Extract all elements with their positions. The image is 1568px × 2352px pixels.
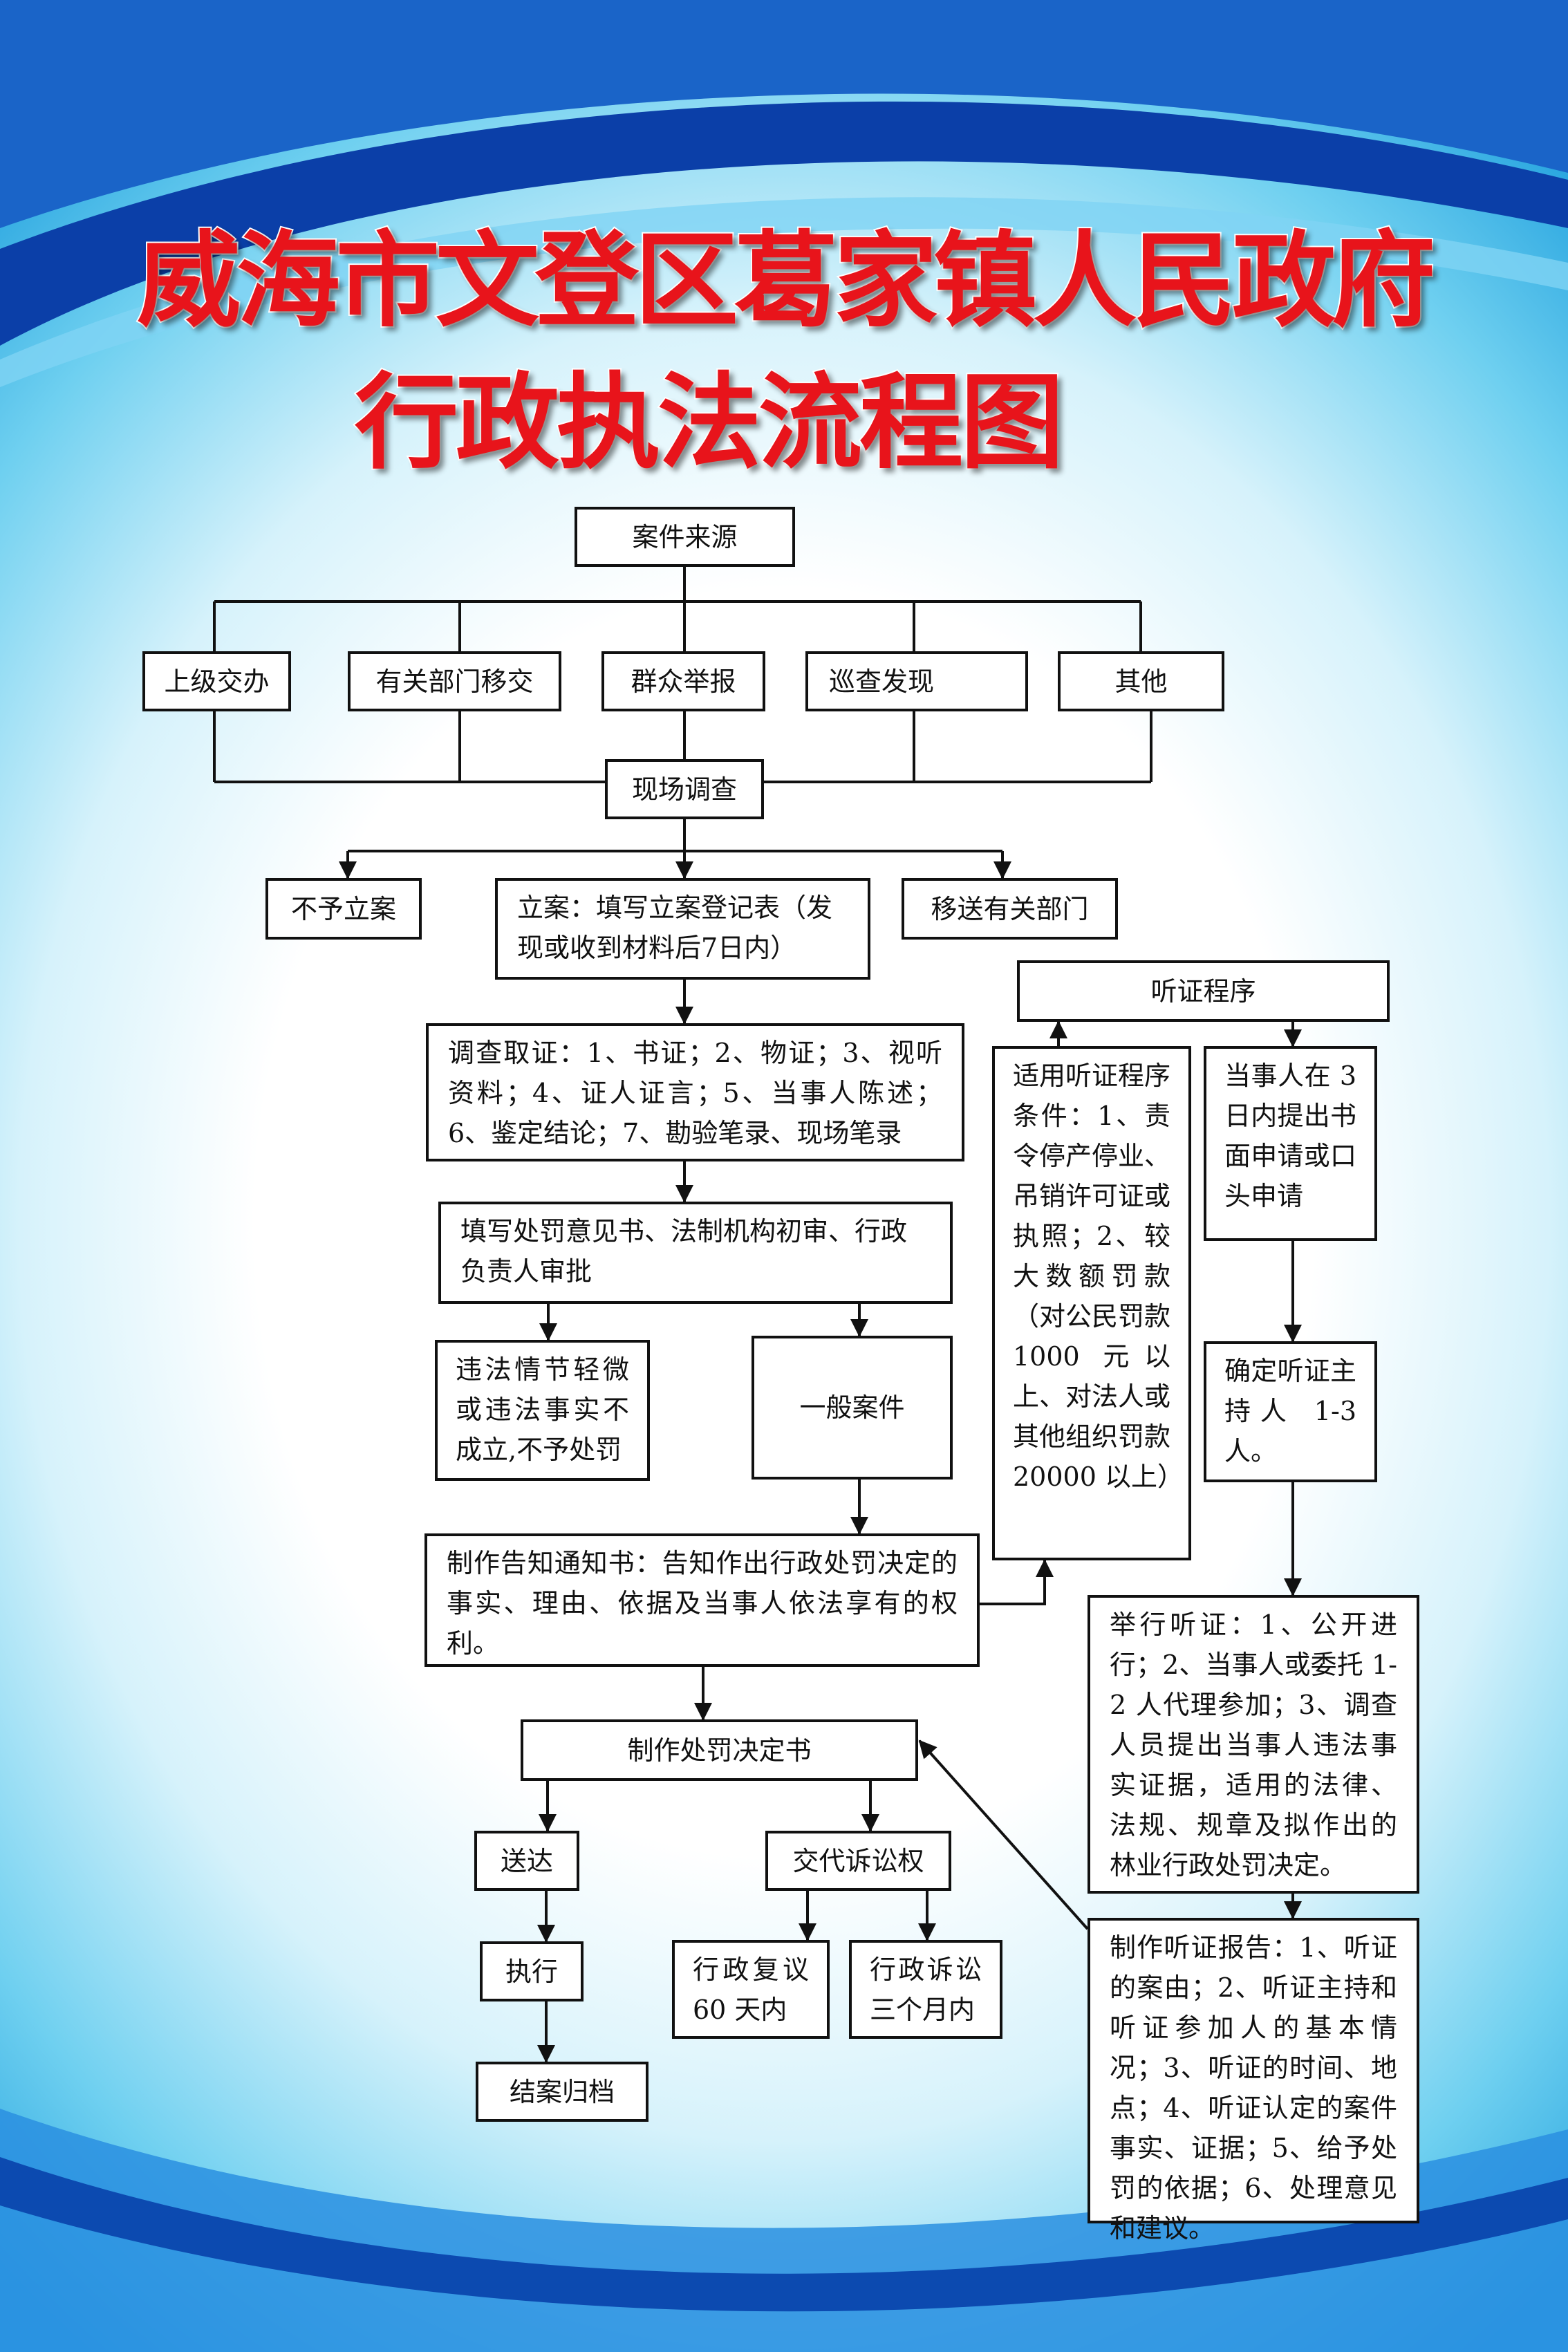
node-deliver: 送达 (474, 1831, 579, 1891)
node-administrative-litigation: 行政诉讼三个月内 (849, 1940, 1002, 2039)
node-public-report: 群众举报 (601, 651, 765, 711)
node-superior-assignment: 上级交办 (142, 651, 291, 711)
node-other: 其他 (1058, 651, 1224, 711)
title-line-2: 行政执法流程图 (353, 362, 1065, 485)
node-litigation-rights: 交代诉讼权 (765, 1831, 951, 1891)
node-patrol-discovery: 巡查发现 (805, 651, 1028, 711)
node-onsite-investigation: 现场调查 (605, 759, 764, 819)
node-penalty-decision: 制作处罚决定书 (521, 1719, 918, 1781)
node-administrative-review: 行政复议 60 天内 (672, 1940, 830, 2039)
node-general-case: 一般案件 (752, 1336, 953, 1480)
node-no-case: 不予立案 (265, 878, 422, 940)
node-hearing-conditions: 适用听证程序条件：1、责令停产停业、吊销许可证或执照；2、较大数额罚款（对公民罚… (992, 1046, 1191, 1560)
node-case-source: 案件来源 (575, 507, 795, 567)
node-hearing-procedure: 听证程序 (1017, 960, 1390, 1022)
node-minor-violation: 违法情节轻微或违法事实不成立,不予处罚 (435, 1340, 650, 1481)
node-file-case: 立案：填写立案登记表（发现或收到材料后7日内） (495, 878, 870, 980)
node-transfer-out: 移送有关部门 (902, 878, 1118, 940)
node-penalty-opinion: 填写处罚意见书、法制机构初审、行政负责人审批 (438, 1202, 953, 1304)
node-party-application: 当事人在 3 日内提出书面申请或口头申请 (1204, 1046, 1377, 1241)
node-notice: 制作告知通知书：告知作出行政处罚决定的事实、理由、依据及当事人依法享有的权利。 (424, 1533, 980, 1667)
node-hold-hearing: 举行听证：1、公开进行；2、当事人或委托 1-2 人代理参加；3、调查人员提出当… (1088, 1595, 1419, 1894)
node-department-transfer: 有关部门移交 (348, 651, 561, 711)
node-evidence-collection: 调查取证：1、书证；2、物证；3、视听资料；4、证人证言；5、当事人陈述；6、鉴… (426, 1023, 964, 1161)
node-archive: 结案归档 (476, 2062, 648, 2122)
node-execute: 执行 (480, 1941, 584, 2001)
title-line-1: 威海市文登区葛家镇人民政府 (136, 220, 1437, 343)
node-hearing-host: 确定听证主持人 1-3 人。 (1204, 1341, 1377, 1482)
node-hearing-report: 制作听证报告：1、听证的案由；2、听证主持和听证参加人的基本情况；3、听证的时间… (1088, 1918, 1419, 2243)
